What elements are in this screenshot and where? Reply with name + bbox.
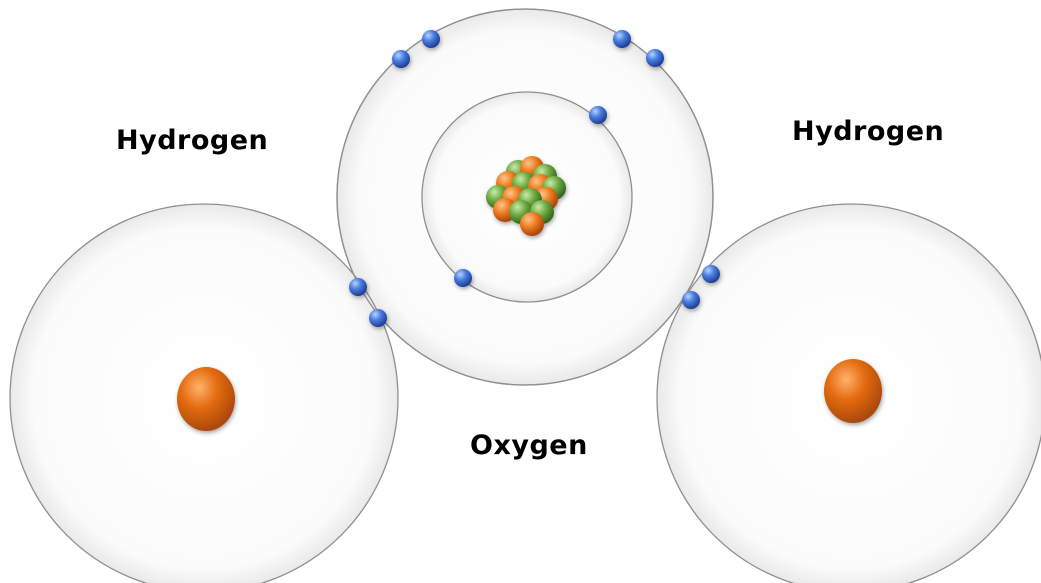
electron: [589, 106, 607, 124]
electron: [702, 265, 720, 283]
proton: [520, 212, 544, 236]
electron: [369, 309, 387, 327]
electron: [682, 291, 700, 309]
hydrogen-right-label: Hydrogen: [792, 116, 944, 147]
hydrogen-right-nucleus: [824, 359, 882, 423]
electron: [392, 50, 410, 68]
electron: [349, 278, 367, 296]
electron: [454, 269, 472, 287]
electron: [646, 49, 664, 67]
electron: [422, 30, 440, 48]
electron: [613, 30, 631, 48]
oxygen-label: Oxygen: [470, 430, 588, 461]
hydrogen-left-label: Hydrogen: [116, 125, 268, 156]
hydrogen-left-nucleus: [177, 367, 235, 431]
